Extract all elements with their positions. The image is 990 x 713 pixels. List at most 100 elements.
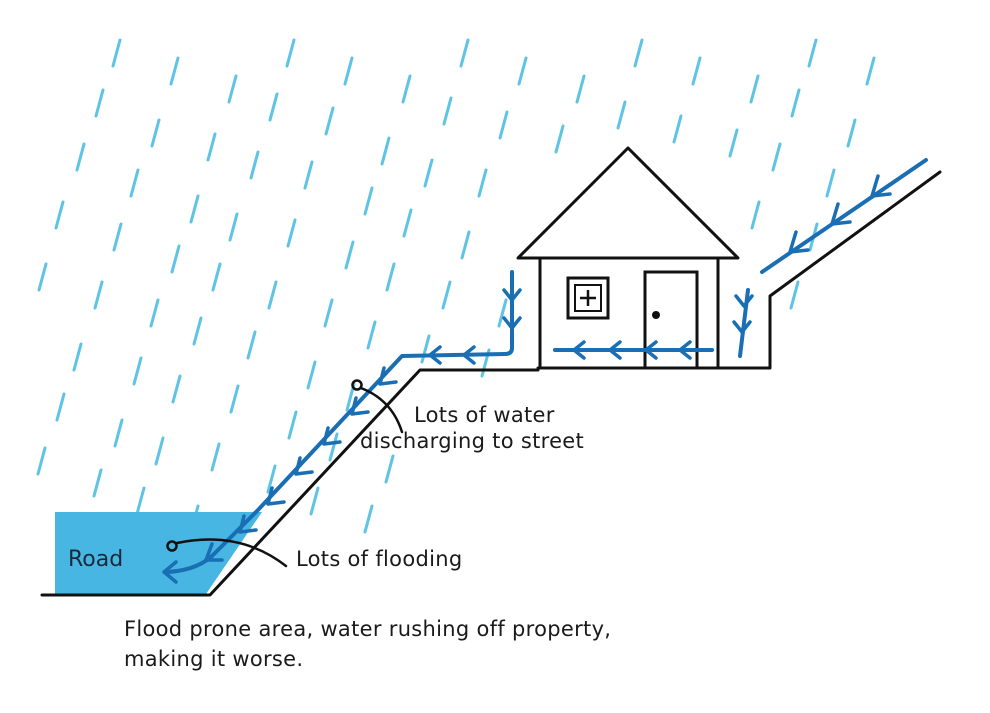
rain-streak: [149, 298, 160, 328]
rain-streak: [328, 432, 339, 462]
rain-streak: [306, 360, 317, 390]
rain-streak: [75, 142, 86, 172]
rain-streak: [303, 160, 314, 190]
flow-arrow-icon: [428, 345, 442, 365]
rain-streak: [228, 212, 239, 242]
rain-streak: [210, 442, 221, 472]
rain-streak: [441, 280, 452, 310]
flow-arrow-icon: [162, 560, 178, 584]
caption: Flood prone area, water rushing off prop…: [124, 614, 611, 675]
rain-streak: [211, 262, 222, 292]
flow-arrow-icon: [266, 486, 286, 506]
flow-arrow-icon: [644, 340, 658, 360]
rain-streak: [575, 74, 586, 104]
rain-streak: [154, 436, 165, 466]
rain-streak: [633, 38, 644, 68]
rain-streak: [750, 200, 761, 230]
rain-streak: [423, 158, 434, 188]
rain-streak: [169, 56, 180, 86]
house-roof: [516, 146, 740, 260]
flow-arrow-icon: [238, 514, 258, 534]
flow-arrow-icon: [608, 340, 622, 360]
rain-streak: [94, 88, 105, 118]
rain-streak: [37, 262, 48, 292]
rain-streak: [497, 298, 508, 328]
rain-streak: [93, 280, 104, 310]
rain-streak: [420, 334, 431, 364]
rain-streak: [385, 262, 396, 292]
door-icon: [643, 270, 699, 370]
rain-streak: [246, 330, 257, 360]
caption-line2: making it worse.: [124, 647, 304, 672]
rain-streak: [401, 74, 412, 104]
rain-streak: [498, 110, 509, 140]
house-wall: [538, 256, 720, 370]
rain-streak: [616, 100, 627, 130]
flow-hillside-top: [760, 158, 928, 274]
rain-streak: [384, 454, 395, 484]
rain-streak: [517, 56, 528, 86]
rain-streak: [672, 114, 683, 144]
flow-arrow-icon: [788, 230, 810, 254]
rain-streak: [442, 96, 453, 126]
rain-streak: [363, 186, 374, 216]
rain-streak: [192, 316, 203, 346]
flow-arrow-icon: [350, 396, 370, 416]
water-flows: [166, 158, 928, 574]
road-water: [55, 512, 262, 594]
rain-streak: [309, 486, 320, 516]
rain-streak: [72, 342, 83, 372]
rain-streak: [189, 194, 200, 224]
rain-streak: [789, 280, 800, 310]
water-discharge-label: Lots of water discharging to street: [360, 402, 584, 455]
rain-streak: [790, 88, 801, 118]
rain-streak: [459, 38, 470, 68]
rain-streak: [807, 38, 818, 68]
rain-streak: [267, 280, 278, 310]
ground-line: [40, 170, 942, 597]
water-label-line2: discharging to street: [360, 429, 585, 454]
rain-streak: [846, 118, 857, 148]
rain-streak: [323, 298, 334, 328]
caption-line1: Flood prone area, water rushing off prop…: [124, 617, 612, 641]
flow-arrow-icon: [204, 542, 224, 562]
rain-streak: [554, 124, 565, 154]
rain-streak: [460, 230, 471, 260]
annotation-pointers: [166, 379, 404, 568]
flow-arrow-icons: [162, 174, 892, 584]
rain-streak: [402, 208, 413, 238]
road-edge: [42, 512, 44, 595]
window-icon: [566, 276, 610, 320]
flow-arrow-icon: [732, 320, 752, 334]
water-pointer-line: [359, 386, 404, 434]
rain-streak: [771, 142, 782, 172]
rain-streak: [227, 74, 238, 104]
rain-streak: [36, 446, 47, 476]
flow-left-downspout: [166, 270, 514, 574]
rain-streak: [286, 218, 297, 248]
rain-streak: [285, 38, 296, 68]
rain-streak: [92, 468, 103, 498]
flow-arrow-icon: [322, 426, 342, 446]
rain-streak: [825, 168, 836, 198]
rain-streak: [249, 150, 260, 180]
house: [516, 146, 740, 370]
rain-streak: [749, 74, 760, 104]
rain-streak: [728, 128, 739, 158]
rain-streak: [229, 384, 240, 414]
flow-arrow-icon: [502, 316, 522, 330]
rain-streak: [206, 132, 217, 162]
rain-streak: [343, 56, 354, 86]
water-label-line1: Lots of water: [414, 403, 555, 427]
rain-streak: [363, 504, 374, 534]
flooding-label: Lots of flooding: [296, 547, 463, 571]
flow-arrow-icon: [734, 294, 754, 308]
flow-arrow-icon: [830, 202, 852, 226]
rain-streak: [366, 320, 377, 350]
flow-arrow-icon: [462, 345, 476, 365]
water-pointer-dot: [351, 379, 363, 391]
rain-streak: [150, 118, 161, 148]
flood-pointer-dot: [166, 540, 178, 552]
